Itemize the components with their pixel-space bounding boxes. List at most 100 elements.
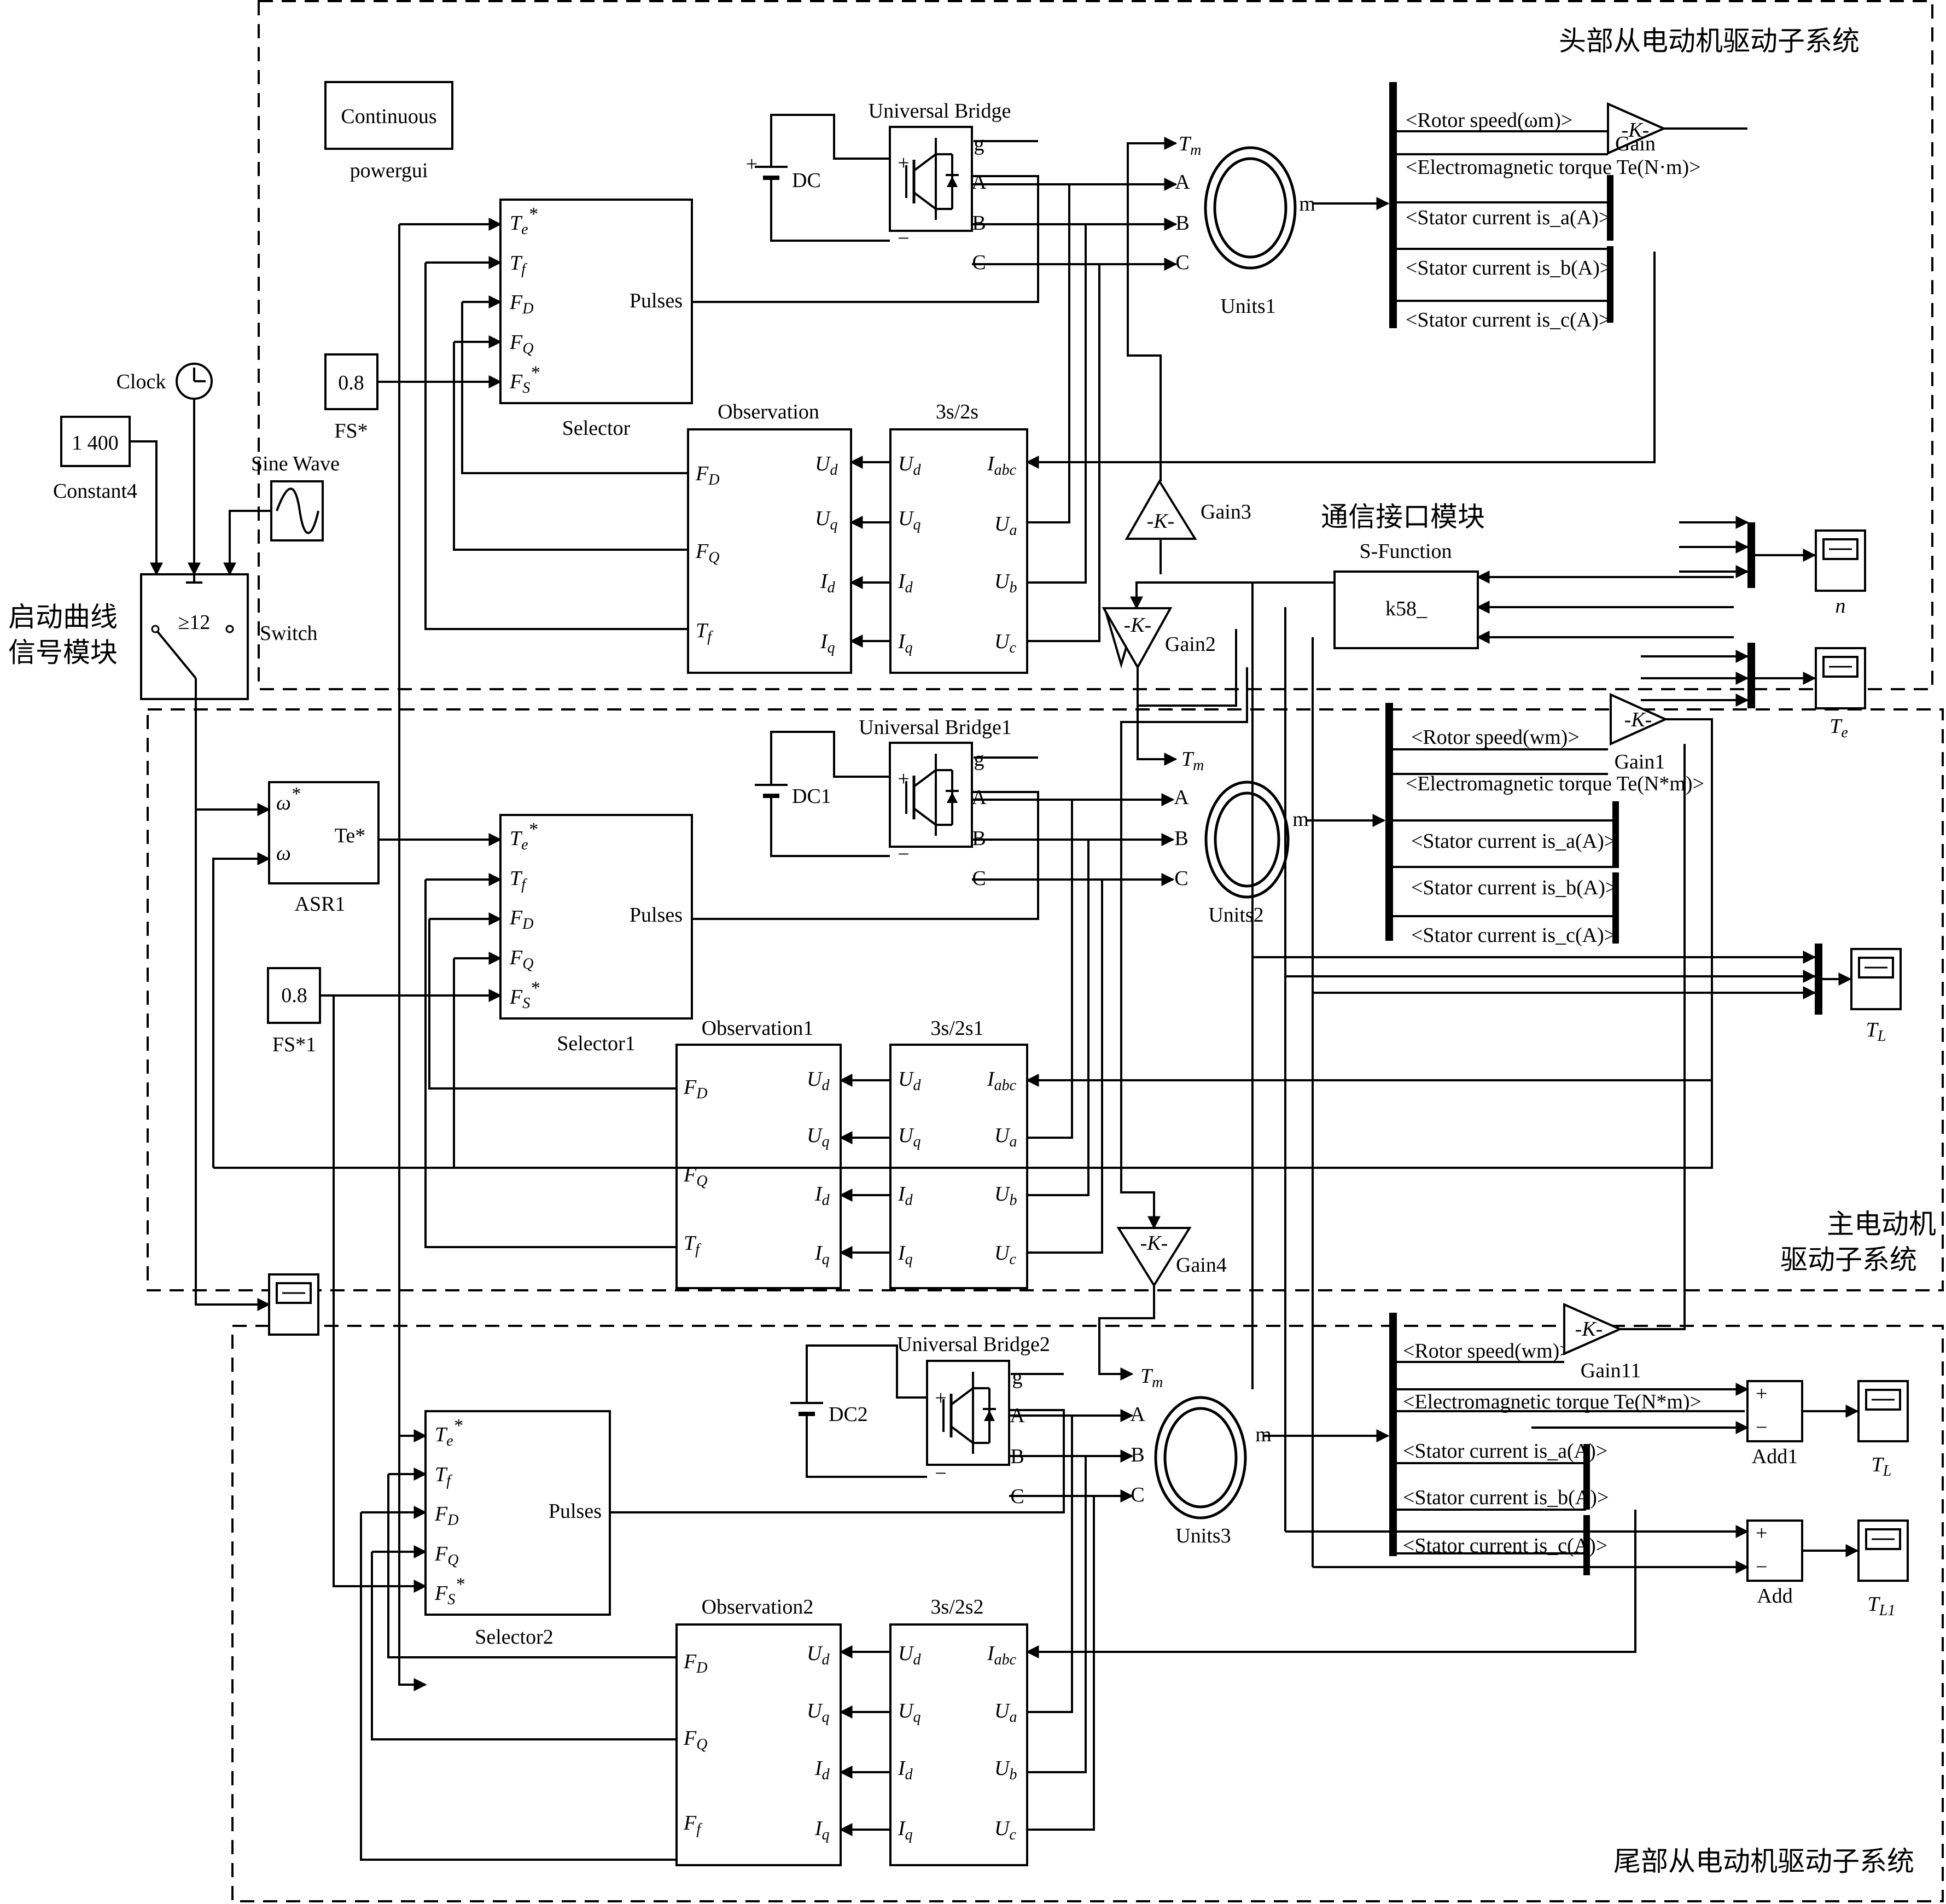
fs-value: 0.8	[338, 371, 364, 394]
svg-text:A: A	[1175, 171, 1190, 194]
motor-units1[interactable]	[1204, 146, 1297, 270]
bus-tail-2: <Stator current is_a(A)>	[1403, 1440, 1607, 1463]
svg-text:Tm: Tm	[1181, 748, 1204, 774]
switch-block[interactable]	[140, 573, 249, 700]
dc2-label: DC2	[829, 1403, 868, 1426]
continuous-block[interactable]	[324, 81, 453, 150]
bus-head-1: <Electromagnetic torque Te(N·m)>	[1406, 156, 1701, 179]
transform1-label: 3s/2s1	[930, 1017, 983, 1040]
asr1-block[interactable]	[268, 781, 380, 884]
svg-text:A: A	[1174, 786, 1189, 809]
svg-text:-K-: -K-	[1575, 1318, 1603, 1341]
units3-label: Units3	[1175, 1524, 1231, 1547]
sfunction-name: k58_	[1385, 597, 1428, 620]
svg-text:B: B	[1131, 1443, 1144, 1466]
bus-main-1: <Electromagnetic torque Te(N*m)>	[1406, 772, 1704, 795]
svg-text:+: +	[898, 767, 909, 790]
scope-tl-main[interactable]	[1850, 948, 1902, 1010]
gain-label: Gain	[1615, 132, 1656, 155]
transform-block[interactable]	[889, 428, 1028, 674]
tail-region-label: 尾部从电动机驱动子系统	[1613, 1845, 1914, 1877]
scope-n[interactable]	[1815, 529, 1866, 592]
selector2-block[interactable]	[424, 1410, 611, 1616]
gain1[interactable]	[1610, 692, 1668, 746]
svg-text:-K-: -K-	[1622, 119, 1650, 142]
constant4-block[interactable]	[60, 416, 131, 467]
constant4-value: 1 400	[72, 432, 119, 455]
svg-text:+: +	[746, 153, 758, 176]
scope-tl1-tail[interactable]	[1857, 1519, 1909, 1582]
switch-label: Switch	[260, 622, 318, 645]
svg-text:+: +	[898, 152, 909, 174]
main-region-label-2: 驱动子系统	[1780, 1244, 1917, 1276]
svg-text:-K-: -K-	[1147, 510, 1175, 533]
svg-text:Tm: Tm	[1140, 1365, 1163, 1391]
observation2-block[interactable]	[675, 1623, 842, 1866]
svg-text:Id: Id	[820, 570, 836, 596]
transform-label: 3s/2s	[936, 400, 978, 423]
dc2-source[interactable]	[790, 1344, 927, 1478]
head-region-label: 头部从电动机驱动子系统	[1559, 25, 1860, 57]
scope-startup[interactable]	[268, 1273, 319, 1336]
bridge1-label: Universal Bridge1	[859, 716, 1012, 739]
asr1-output: Te*	[335, 824, 365, 847]
svg-text:m: m	[1299, 193, 1315, 216]
transform1-block[interactable]	[889, 1044, 1028, 1289]
svg-text:TL1: TL1	[1868, 1593, 1896, 1619]
gain3-label: Gain3	[1201, 500, 1251, 523]
universal-bridge1-block[interactable]	[890, 743, 972, 847]
bus-selector-head[interactable]	[1389, 82, 1397, 328]
svg-text:g: g	[974, 132, 984, 155]
main-region-label-1: 主电动机	[1827, 1208, 1936, 1240]
selector2-label: Selector2	[475, 1626, 553, 1649]
universal-bridge2-block[interactable]	[927, 1361, 1009, 1465]
observation-block[interactable]	[687, 428, 852, 674]
clock-icon[interactable]	[176, 363, 213, 400]
gain11[interactable]	[1563, 1302, 1623, 1356]
scope-n-label: n	[1836, 595, 1846, 618]
bus-main-4: <Stator current is_c(A)>	[1411, 924, 1616, 947]
svg-text:+: +	[1756, 1382, 1767, 1405]
transform2-block[interactable]	[889, 1623, 1028, 1866]
bus-head-0: <Rotor speed(ωm)>	[1406, 109, 1572, 132]
observation1-block[interactable]	[675, 1044, 842, 1289]
svg-text:−: −	[1756, 1416, 1767, 1439]
gain-head[interactable]	[1607, 102, 1667, 155]
svg-text:A: A	[971, 171, 987, 194]
svg-text:−: −	[898, 227, 909, 250]
svg-text:A: A	[971, 786, 987, 809]
bus-head-2: <Stator current is_a(A)>	[1406, 206, 1610, 229]
sfunction-block[interactable]	[1333, 570, 1479, 649]
dc-source[interactable]	[755, 114, 890, 242]
scope-te[interactable]	[1815, 647, 1866, 709]
svg-text:+: +	[1756, 1522, 1767, 1545]
dc1-source[interactable]	[755, 731, 890, 857]
comm-module-label: 通信接口模块	[1321, 501, 1485, 533]
startup-label-1: 启动曲线	[8, 601, 118, 633]
scope-tl-tail[interactable]	[1857, 1380, 1909, 1442]
selector-pulses: Pulses	[630, 289, 683, 312]
svg-text:−: −	[1756, 1556, 1767, 1579]
bus-main-0: <Rotor speed(wm)>	[1411, 726, 1580, 749]
svg-text:g: g	[1012, 1366, 1023, 1389]
observation-label: Observation	[718, 400, 819, 423]
motor-units2[interactable]	[1204, 781, 1290, 899]
bus-main-3: <Stator current is_b(A)>	[1411, 876, 1617, 899]
svg-text:Tf: Tf	[510, 252, 527, 278]
head-subsystem-region	[258, 0, 1933, 690]
universal-bridge-block[interactable]	[890, 127, 972, 231]
bus-selector-main[interactable]	[1385, 703, 1393, 941]
add1-block[interactable]	[1746, 1380, 1803, 1442]
svg-text:Ub: Ub	[994, 570, 1017, 596]
main-subsystem-region	[147, 708, 1944, 1291]
selector1-block[interactable]	[499, 814, 693, 1020]
svg-text:A: A	[1130, 1403, 1145, 1426]
selector-block[interactable]	[499, 199, 693, 404]
add-label: Add	[1757, 1585, 1792, 1608]
constant4-label: Constant4	[53, 480, 137, 503]
svg-text:C: C	[972, 251, 986, 274]
bus-selector-tail[interactable]	[1389, 1313, 1397, 1556]
motor-units3[interactable]	[1154, 1396, 1247, 1519]
sine-wave-block[interactable]	[270, 480, 324, 541]
